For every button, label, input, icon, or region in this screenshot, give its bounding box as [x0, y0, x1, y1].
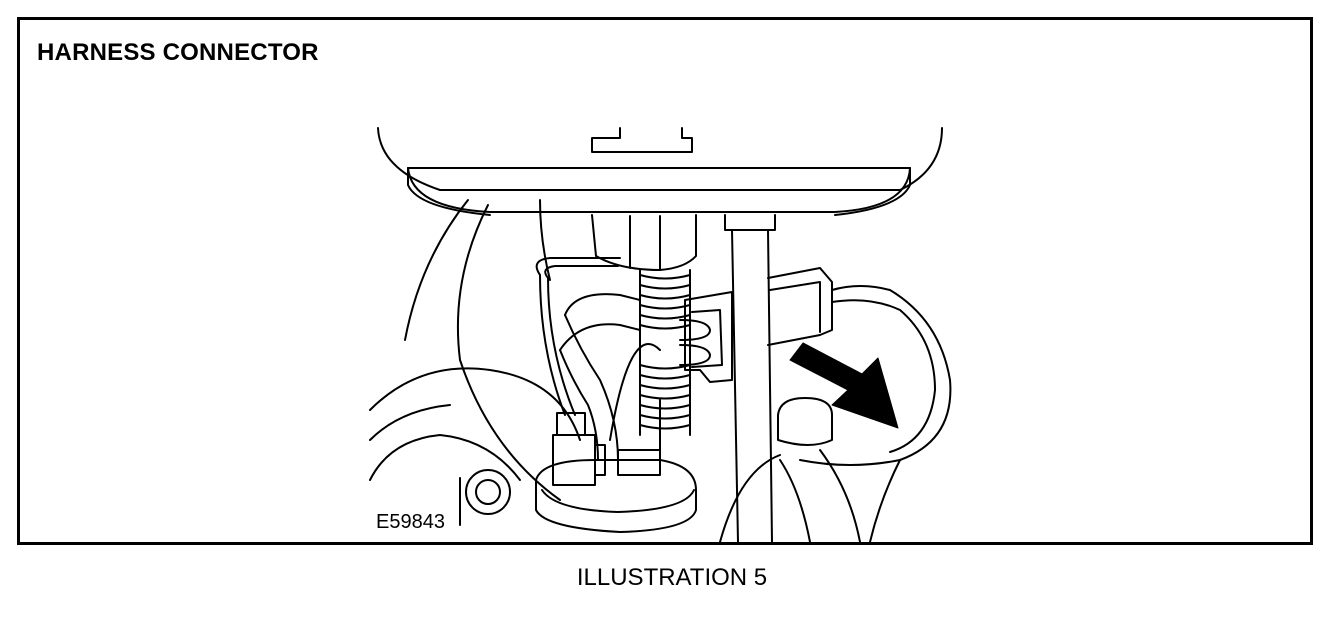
figure-frame: HARNESS CONNECTOR	[17, 17, 1313, 545]
hex-nut	[591, 214, 697, 271]
vertical-rod	[724, 214, 776, 542]
pump-base	[459, 459, 697, 533]
figure-title: HARNESS CONNECTOR	[37, 39, 319, 66]
figure-code: E59843	[374, 511, 447, 534]
tank-contours	[369, 199, 581, 501]
pump-flange	[377, 127, 943, 216]
arrow-pointing-to-harness-connector-icon	[789, 342, 899, 429]
left-wiring	[535, 257, 621, 486]
fuel-pump-line-drawing	[369, 127, 952, 542]
cylinder	[777, 397, 901, 542]
fuel-tube	[559, 293, 661, 476]
figure-caption: ILLUSTRATION 5	[576, 564, 768, 591]
harness-connector	[679, 267, 952, 542]
coil-spring	[639, 269, 691, 436]
